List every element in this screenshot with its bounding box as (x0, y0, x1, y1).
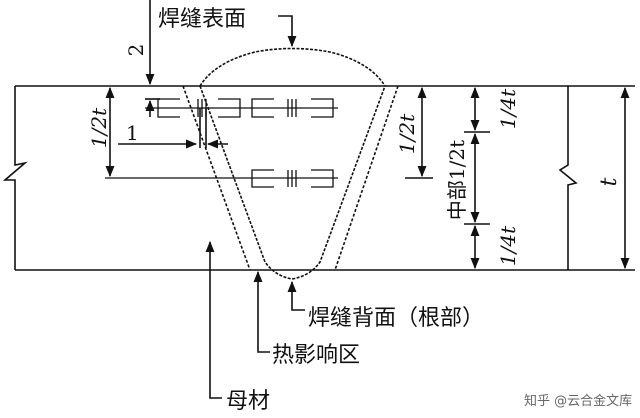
label-weld-surface: 焊缝表面 (158, 7, 246, 32)
label-base-metal: 母材 (226, 389, 270, 414)
specimen-row-middle (105, 169, 338, 188)
specimen-row-upper (145, 98, 338, 118)
right-dimensions (405, 86, 630, 270)
label-quarter-t-bottom: 1/4t (496, 225, 520, 266)
dimension-1 (118, 108, 228, 149)
label-dim-1: 1 (126, 121, 139, 145)
watermark: 知乎 @云合金文库 (524, 393, 632, 409)
base-plate (2, 85, 635, 271)
weld-bead (199, 47, 386, 280)
label-haz: 热影响区 (272, 343, 360, 368)
leader-lines (205, 15, 305, 399)
label-weld-back: 焊缝背面（根部） (308, 306, 484, 331)
label-quarter-t-top: 1/4t (496, 88, 520, 129)
label-thickness: t (597, 177, 622, 186)
label-middle-half-t: 中部1/2t (445, 140, 469, 220)
label-dim-2: 2 (124, 44, 148, 57)
dimension-2 (145, 0, 160, 117)
label-left-half-t: 1/2t (87, 107, 111, 148)
label-right-half-t: 1/2t (395, 113, 419, 154)
